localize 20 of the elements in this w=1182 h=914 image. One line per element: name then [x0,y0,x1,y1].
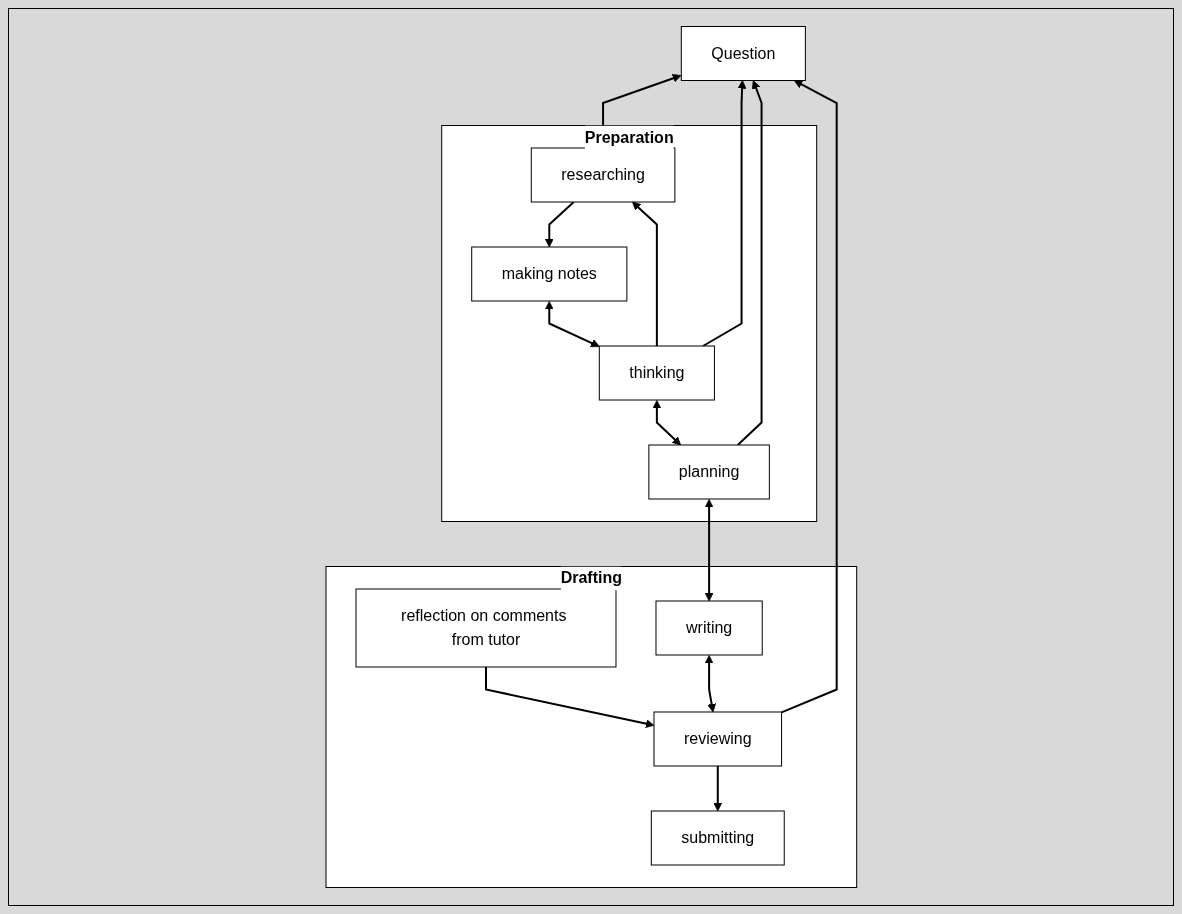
node-box: submitting [650,810,785,866]
node-box: Question [680,26,806,81]
node-box: researching [530,147,676,203]
arrow [544,201,575,248]
arrow [544,301,600,348]
arrow [631,201,658,347]
arrow [704,499,714,602]
arrow [780,80,838,714]
node-box: thinking [598,345,715,401]
arrow [704,655,716,713]
node-box: reviewing [653,711,782,767]
arrow [713,765,722,812]
node-box: making notes [470,246,628,302]
node-box: reflection on comments from tutor [355,588,617,668]
node-box: planning [648,444,770,500]
arrow [652,400,681,446]
arrow [484,666,655,728]
arrow [736,80,763,446]
node-box: writing [655,600,763,656]
arrow [701,80,747,347]
